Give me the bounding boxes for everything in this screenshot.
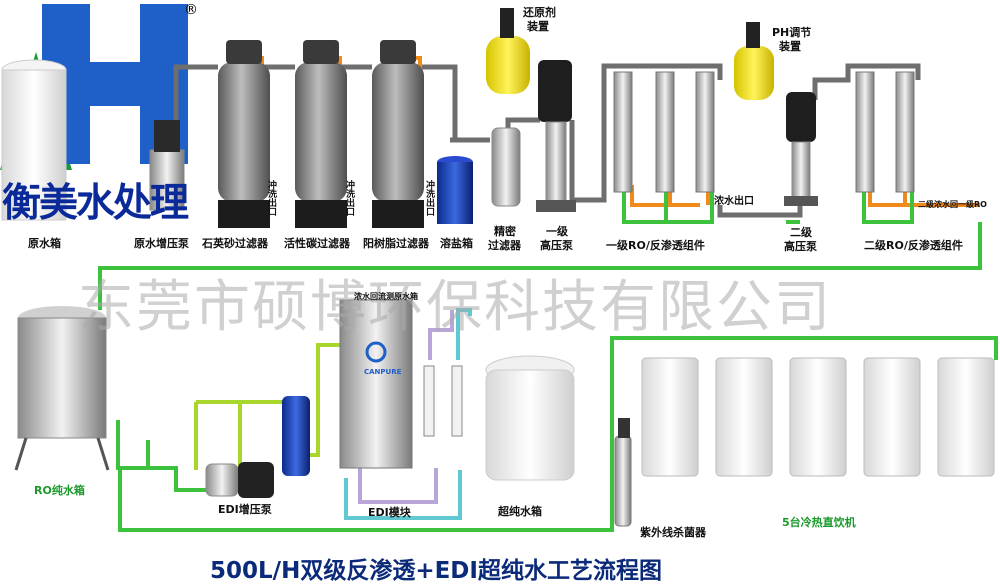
reducer-dosing bbox=[486, 8, 530, 94]
lower-pipes bbox=[116, 308, 998, 532]
label-ro2: 二级RO/反渗透组件 bbox=[864, 239, 963, 252]
label-flush-1: 冲洗出口 bbox=[266, 180, 276, 216]
label-precision-2: 过滤器 bbox=[488, 239, 521, 252]
brand-text: 衡美水处理 bbox=[2, 181, 189, 226]
flowmeters bbox=[423, 365, 463, 437]
label-edi-module: EDI模块 bbox=[368, 506, 411, 519]
label-edi-brand: CANPURE bbox=[364, 368, 402, 376]
ultra-pure-tank bbox=[485, 355, 575, 481]
sand-filter bbox=[218, 40, 270, 228]
raw-water-tank bbox=[1, 59, 67, 221]
label-ph-2: 装置 bbox=[779, 40, 801, 53]
resin-filter bbox=[372, 40, 424, 228]
label-hp2-2: 高压泵 bbox=[784, 240, 817, 253]
ro-pure-tank bbox=[14, 306, 110, 471]
registered-mark: ® bbox=[184, 2, 198, 18]
label-salt-tank: 溶盐箱 bbox=[440, 237, 473, 250]
label-ph-1: PH调节 bbox=[772, 26, 812, 39]
raw-water-pump bbox=[149, 120, 185, 211]
edi-booster-pump bbox=[205, 462, 274, 498]
dispensers bbox=[641, 357, 995, 477]
label-hp1-1: 一级 bbox=[546, 225, 568, 238]
edi-module-box bbox=[339, 299, 413, 469]
label-uv: 紫外线杀菌器 bbox=[640, 526, 706, 539]
label-conc-return: 二级浓水回一级RO bbox=[918, 200, 987, 209]
salt-tank bbox=[437, 156, 473, 224]
label-hp1-2: 高压泵 bbox=[540, 239, 573, 252]
label-reducer-2: 装置 bbox=[527, 20, 549, 33]
carbon-filter bbox=[295, 40, 347, 228]
ro2-membranes bbox=[855, 71, 915, 193]
label-flush-3: 冲洗出口 bbox=[424, 180, 434, 216]
ro1-membranes bbox=[613, 71, 715, 193]
cartridge-filter bbox=[282, 396, 310, 476]
hp-pump-1 bbox=[536, 60, 576, 212]
hp-pump-2 bbox=[784, 92, 818, 206]
label-raw-pump: 原水增压泵 bbox=[134, 237, 189, 250]
label-ro-tank: RO纯水箱 bbox=[34, 484, 85, 497]
precision-filter bbox=[491, 127, 521, 207]
label-precision-1: 精密 bbox=[494, 225, 516, 238]
label-edi-top: 浓水回流测原水箱 bbox=[354, 292, 418, 301]
diagram-title: 500L/H双级反渗透+EDI超纯水工艺流程图 bbox=[210, 558, 662, 584]
uv-sterilizer bbox=[614, 418, 632, 527]
green-pipes-top bbox=[98, 192, 982, 310]
label-carbon-filter: 活性碳过滤器 bbox=[284, 237, 350, 250]
label-hp2-1: 二级 bbox=[790, 226, 812, 239]
ph-dosing bbox=[734, 22, 774, 100]
label-raw-tank: 原水箱 bbox=[28, 237, 61, 250]
label-edi-pump: EDI增压泵 bbox=[218, 503, 272, 516]
label-dispensers: 5台冷热直饮机 bbox=[782, 516, 856, 529]
label-reducer-1: 还原剂 bbox=[523, 6, 556, 19]
label-flush-2: 冲洗出口 bbox=[344, 180, 354, 216]
watermark: 东莞市硕博环保科技有限公司 bbox=[78, 275, 832, 340]
label-sand-filter: 石英砂过滤器 bbox=[202, 237, 268, 250]
label-ultra-tank: 超纯水箱 bbox=[498, 505, 542, 518]
label-resin-filter: 阳树脂过滤器 bbox=[363, 237, 429, 250]
label-ro1: 一级RO/反渗透组件 bbox=[606, 239, 705, 252]
label-conc-out: 浓水出口 bbox=[714, 196, 754, 207]
